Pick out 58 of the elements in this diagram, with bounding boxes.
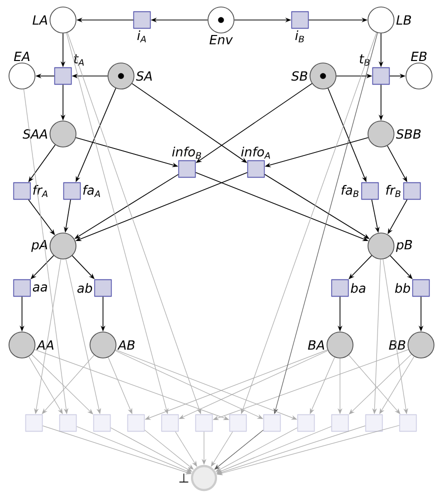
transition-box: fr$_{A}$ [13, 182, 48, 200]
transition-box: bb [395, 279, 430, 297]
transition-box: info$_{A}$ [241, 146, 270, 178]
node-label: BA [308, 340, 324, 350]
arrow [216, 427, 298, 472]
transition-box [161, 414, 179, 432]
node-label: fa$_{A}$ [83, 185, 100, 197]
transition-box: t$_{B}$ [360, 54, 390, 85]
node-label: info$_{B}$ [172, 146, 202, 159]
transition-box: i$_{B}$ [291, 11, 309, 42]
transition-box [331, 414, 349, 432]
transition-box [59, 414, 77, 432]
node-label: i$_{A}$ [137, 30, 146, 42]
transition-box: t$_{A}$ [54, 54, 84, 85]
node-label: t$_{A}$ [74, 54, 84, 66]
node-label: EB [410, 52, 427, 61]
node-label: LB [396, 15, 411, 25]
node-label: aa [32, 284, 48, 292]
node-label: info$_{A}$ [241, 146, 270, 159]
node-label: LA [32, 15, 48, 25]
transition-box [229, 414, 247, 432]
node-label: fa$_{B}$ [342, 185, 358, 197]
node-label: SAA [22, 129, 48, 139]
transition-box [93, 414, 111, 432]
transition-box: fa$_{A}$ [63, 182, 100, 200]
node-label: fr$_{B}$ [386, 185, 400, 197]
node-label: SB [291, 71, 308, 81]
node-label: i$_{B}$ [295, 30, 304, 42]
transition-box [25, 414, 43, 432]
node-label: t$_{B}$ [360, 54, 370, 66]
node-label: pA [31, 240, 48, 252]
node-label: ba [350, 283, 366, 293]
transition-box [127, 414, 145, 432]
transition-box: ba [331, 279, 366, 297]
node-label: ⊥ [179, 474, 188, 482]
node-label: ab [77, 283, 92, 293]
node-label: SBB [396, 129, 421, 139]
node-label: AA [36, 340, 54, 350]
node-label: pB [396, 240, 412, 252]
node-label: AB [117, 340, 135, 350]
arrow [110, 427, 192, 472]
node-label: Env [210, 34, 233, 44]
transition-box: ab [77, 279, 112, 297]
transition-box [195, 414, 213, 432]
node-label: EA [14, 52, 30, 61]
transition-box: fr$_{B}$ [386, 182, 421, 200]
transition-box [399, 414, 417, 432]
node-label: bb [395, 283, 410, 293]
transition-box [297, 414, 315, 432]
transition-box [263, 414, 281, 432]
transition-box [365, 414, 383, 432]
node-label: fr$_{A}$ [33, 185, 48, 197]
node-label: BB [388, 340, 406, 350]
transition-box: aa [13, 279, 48, 297]
transition-box: i$_{A}$ [133, 11, 151, 42]
node-label: SA [136, 71, 152, 81]
transition-box: info$_{B}$ [172, 146, 202, 178]
transition-box: fa$_{B}$ [342, 182, 379, 200]
